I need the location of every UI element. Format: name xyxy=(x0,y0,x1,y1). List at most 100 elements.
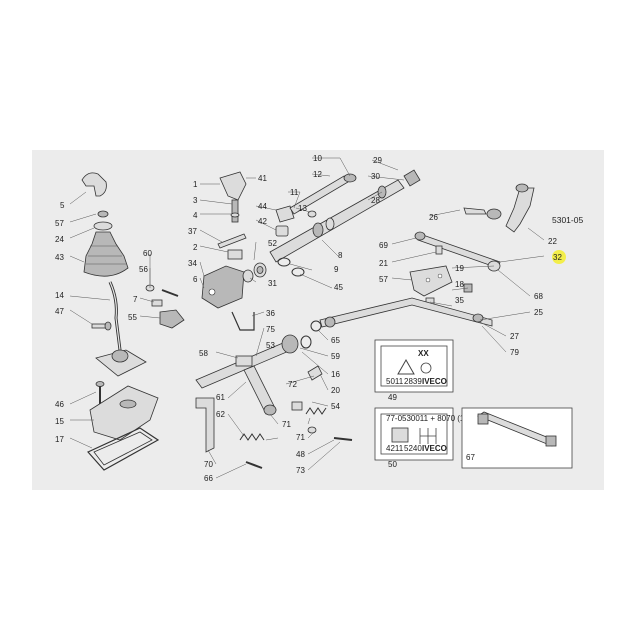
callout-26: 26 xyxy=(429,213,438,222)
diagram-reference: 5301-05 xyxy=(552,215,583,225)
label-49-code-left: 5011 xyxy=(386,377,404,386)
callout-54: 54 xyxy=(331,402,340,411)
callout-70: 70 xyxy=(204,460,213,469)
part-cover-15 xyxy=(89,385,159,441)
callout-42: 42 xyxy=(258,217,267,226)
part-bracket-70 xyxy=(195,397,215,453)
callout-57-right: 57 xyxy=(379,275,388,284)
callout-47: 47 xyxy=(55,307,64,316)
callout-15: 15 xyxy=(55,417,64,426)
callout-22: 22 xyxy=(548,237,557,246)
callout-24: 24 xyxy=(55,235,64,244)
part-boot xyxy=(83,231,129,277)
callout-35: 35 xyxy=(455,296,464,305)
callout-61: 61 xyxy=(216,393,225,402)
callout-67: 67 xyxy=(466,453,475,462)
part-fork-55 xyxy=(159,309,185,329)
part-lever-22 xyxy=(505,187,535,233)
part-block-2 xyxy=(227,249,243,260)
callout-60: 60 xyxy=(143,249,152,258)
callout-66: 66 xyxy=(204,474,213,483)
callout-28: 28 xyxy=(371,196,380,205)
callout-12: 12 xyxy=(313,170,322,179)
callout-72: 72 xyxy=(288,380,297,389)
part-ring-45 xyxy=(291,267,305,277)
part-long-rod xyxy=(319,297,493,328)
callout-50: 50 xyxy=(388,460,397,469)
callout-29: 29 xyxy=(373,156,382,165)
callout-59: 59 xyxy=(331,352,340,361)
callout-71-left: 71 xyxy=(282,420,291,429)
callout-57: 57 xyxy=(55,219,64,228)
label-50-code-right: 5240 xyxy=(404,444,422,453)
callout-55: 55 xyxy=(128,313,137,322)
callout-16: 16 xyxy=(331,370,340,379)
callout-69: 69 xyxy=(379,241,388,250)
callout-73: 73 xyxy=(296,466,305,475)
callout-71-right: 71 xyxy=(296,433,305,442)
part-selector-body xyxy=(201,265,245,309)
leader-lines xyxy=(69,157,545,479)
part-bracket-1 xyxy=(219,171,247,201)
callout-46: 46 xyxy=(55,400,64,409)
hand-icon xyxy=(420,362,432,374)
callout-11: 11 xyxy=(290,188,299,197)
callout-4: 4 xyxy=(193,211,198,220)
callout-75: 75 xyxy=(266,325,275,334)
callout-10: 10 xyxy=(313,154,322,163)
label-49-brand: IVECO xyxy=(422,377,447,386)
callout-36: 36 xyxy=(266,309,275,318)
callout-43: 43 xyxy=(55,253,64,262)
label-50-brand: IVECO xyxy=(422,444,447,453)
callout-5: 5 xyxy=(60,201,65,210)
callout-14: 14 xyxy=(55,291,64,300)
part-ring-24 xyxy=(93,221,113,231)
callout-56: 56 xyxy=(139,265,148,274)
callout-27: 27 xyxy=(510,332,519,341)
part-spring-54 xyxy=(305,407,327,415)
callout-62: 62 xyxy=(216,410,225,419)
callout-17: 17 xyxy=(55,435,64,444)
part-gasket-17 xyxy=(87,427,160,471)
part-main-rod xyxy=(269,179,405,263)
callout-53: 53 xyxy=(266,341,275,350)
callout-21: 21 xyxy=(379,259,388,268)
part-ring-31 xyxy=(242,269,254,283)
callout-49: 49 xyxy=(388,393,397,402)
callout-31: 31 xyxy=(268,279,277,288)
callout-79: 79 xyxy=(510,348,519,357)
callout-25: 25 xyxy=(534,308,543,317)
callout-34: 34 xyxy=(188,259,197,268)
part-plate-57 xyxy=(409,265,453,297)
callout-32: 32 xyxy=(553,253,562,262)
callout-18: 18 xyxy=(455,280,464,289)
gear-pattern-icon xyxy=(419,428,437,444)
part-bolt-26 xyxy=(463,207,487,215)
label-49-symbol: XX xyxy=(418,349,429,358)
callout-9: 9 xyxy=(334,265,339,274)
callout-2: 2 xyxy=(193,243,198,252)
callout-20: 20 xyxy=(331,386,340,395)
highlight-marker xyxy=(552,250,566,264)
callout-52: 52 xyxy=(268,239,277,248)
warning-triangle-icon xyxy=(397,358,415,375)
callout-68: 68 xyxy=(534,292,543,301)
callout-45: 45 xyxy=(334,283,343,292)
callout-19: 19 xyxy=(455,264,464,273)
callout-48: 48 xyxy=(296,450,305,459)
callout-30: 30 xyxy=(371,172,380,181)
callout-41: 41 xyxy=(258,174,267,183)
part-bracket-36 xyxy=(231,311,255,331)
part-knob xyxy=(81,172,107,197)
callout-44: 44 xyxy=(258,202,267,211)
callout-13: 13 xyxy=(298,204,307,213)
part-washer-57 xyxy=(97,210,109,218)
part-ring-9 xyxy=(277,257,291,267)
label-50-header: 77-0530011 + 8070 (111) xyxy=(386,414,475,423)
part-pin-37 xyxy=(217,233,247,249)
callout-7: 7 xyxy=(133,295,138,304)
callout-65: 65 xyxy=(331,336,340,345)
part-sleeve-44 xyxy=(275,205,295,223)
callout-37: 37 xyxy=(188,227,197,236)
